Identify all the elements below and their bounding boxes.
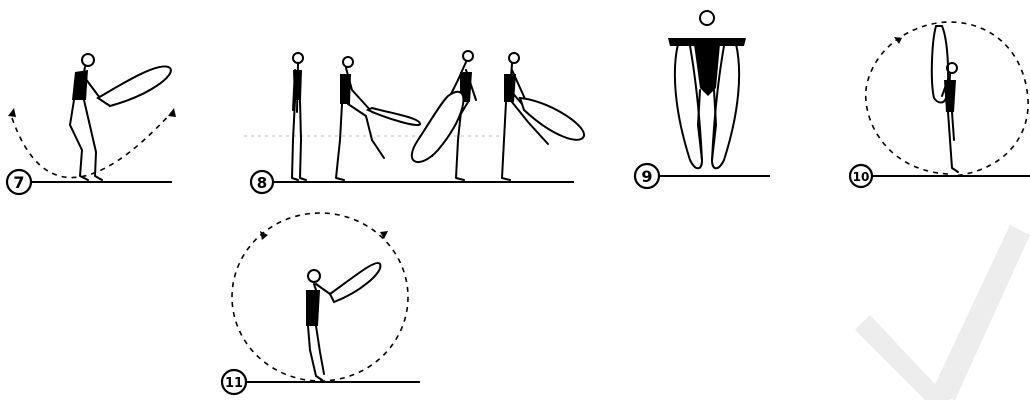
gymnast-icon [668,11,746,160]
arrow-head-icon [380,231,388,239]
figure-number: 10 [853,170,870,184]
arrow-head-icon [8,108,16,117]
figure-9: 9 [635,11,770,188]
ribbon-loop-icon [520,98,584,140]
figure-11: 11 [222,213,420,394]
figure-7: 7 [7,54,176,194]
ribbon-loop-icon [330,263,380,302]
gymnast-icon [306,270,342,380]
figure-10: 10 [850,22,1030,187]
ribbon-loop-icon [98,66,171,106]
figure-8: 8 [244,51,584,193]
ribbon-loop-icon [412,92,464,162]
gymnast-icon [292,53,306,180]
watermark [855,225,1030,400]
ribbon-loop-icon [368,108,420,125]
figure-number: 11 [225,376,243,391]
arrow-head-icon [168,108,176,117]
arrow-head-icon [894,37,902,44]
trajectory-arc [12,112,172,178]
figure-number: 9 [641,167,652,186]
gymnast-icon [70,54,107,180]
figure-number: 8 [257,174,267,192]
figure-number: 7 [13,173,24,192]
